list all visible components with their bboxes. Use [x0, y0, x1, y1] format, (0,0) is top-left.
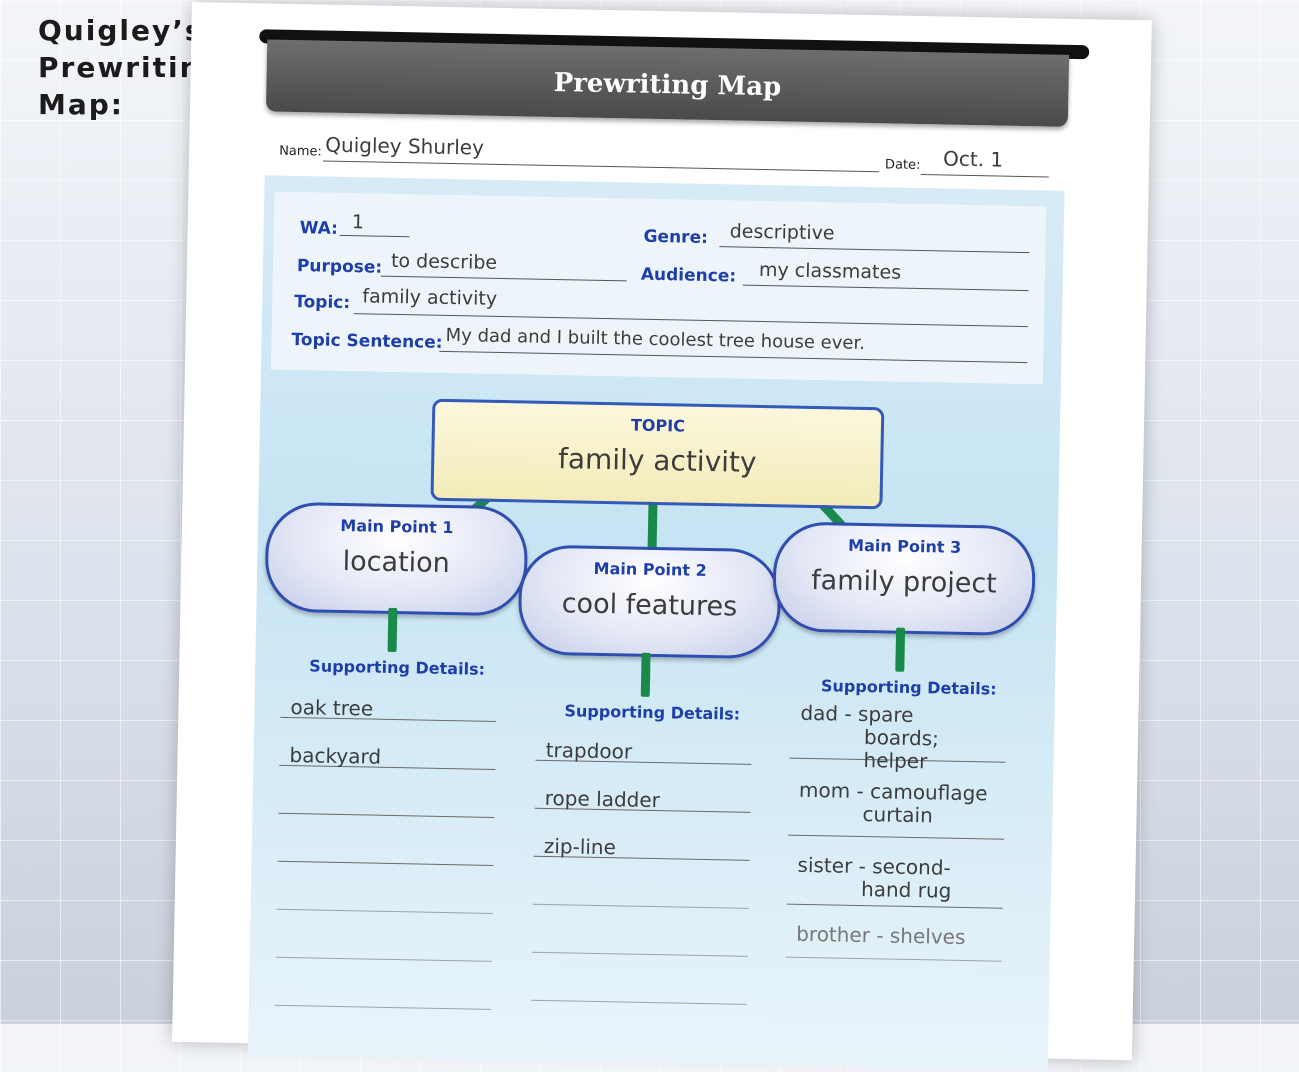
genre-label: Genre:: [643, 226, 709, 248]
detail-text: helper: [863, 748, 928, 774]
topic-sentence-label: Topic Sentence:: [291, 329, 443, 353]
side-title-line-2: Prewriting: [38, 51, 224, 84]
purpose-value: to describe: [390, 249, 498, 274]
main-point-3-label: Main Point 3: [847, 535, 962, 557]
detail-text: backyard: [289, 743, 382, 769]
detail-text: brother - shelves: [795, 921, 966, 950]
audience-value: my classmates: [758, 258, 902, 284]
detail-text: sister - second-: [797, 852, 952, 880]
supporting-details-label-3: Supporting Details:: [820, 676, 997, 699]
side-title: Quigley’s Prewriting Map:: [38, 12, 224, 123]
details-column-3: dad - spare boards; helper mom - camoufl…: [785, 695, 1007, 962]
date-line: [920, 174, 1049, 178]
connector-mp3-details: [895, 627, 906, 672]
wa-line: [339, 234, 410, 238]
topic-value: family activity: [362, 285, 498, 310]
detail-text: zip-line: [543, 833, 617, 860]
detail-line: [275, 909, 493, 962]
purpose-line: [380, 275, 627, 282]
detail-line: [531, 904, 749, 957]
purpose-label: Purpose:: [296, 256, 383, 278]
side-title-line-1: Quigley’s: [38, 14, 204, 47]
detail-line: backyard: [279, 717, 497, 770]
detail-line: zip-line: [533, 808, 751, 861]
name-line: [322, 160, 879, 173]
main-point-3: Main Point 3 family project: [772, 521, 1037, 637]
wa-value: 1: [351, 211, 365, 234]
topic-sentence-value: My dad and I built the coolest tree hous…: [445, 324, 866, 354]
date-value: Oct. 1: [942, 146, 1004, 172]
detail-line: oak tree: [280, 669, 498, 722]
main-point-1: Main Point 1 location: [264, 501, 529, 617]
detail-text: oak tree: [290, 695, 374, 721]
details-column-2: trapdoor rope ladder zip-line: [530, 712, 753, 1005]
detail-entry: dad - spare boards; helper: [789, 695, 1007, 773]
student-name: Quigley Shurley: [325, 132, 485, 160]
topic-box-value: family activity: [557, 442, 757, 479]
main-point-3-value: family project: [810, 564, 998, 600]
detail-line: [532, 856, 750, 909]
topic-sentence-line: [439, 350, 1028, 364]
detail-entry: brother - shelves: [785, 916, 1003, 962]
date-label: Date:: [884, 157, 921, 174]
topic-box-label: TOPIC: [630, 415, 686, 436]
connector-mp2-details: [640, 652, 651, 697]
topic-box: TOPIC family activity: [430, 398, 885, 510]
audience-line: [742, 284, 1029, 292]
genre-value: descriptive: [729, 220, 835, 245]
detail-entry: sister - second- hand rug: [786, 847, 1004, 909]
genre-line: [719, 246, 1030, 254]
detail-line: [274, 957, 492, 1010]
main-point-2-value: cool features: [561, 588, 738, 623]
side-title-line-3: Map:: [38, 88, 124, 121]
name-label: Name:: [279, 143, 323, 160]
detail-line: [530, 952, 748, 1005]
audience-label: Audience:: [640, 264, 737, 287]
detail-line: [278, 765, 496, 818]
map-area: WA: 1 Genre: descriptive Purpose: to des…: [247, 175, 1065, 1071]
detail-line: trapdoor: [535, 712, 753, 765]
worksheet-title: Prewriting Map: [265, 39, 1070, 127]
info-panel: WA: 1 Genre: descriptive Purpose: to des…: [270, 191, 1047, 385]
detail-text: mom - camouflage: [798, 777, 988, 806]
connector-mp1-details: [387, 607, 398, 653]
detail-line: [277, 813, 495, 866]
detail-text: curtain: [862, 802, 933, 828]
main-point-1-value: location: [342, 545, 451, 580]
details-column-1: oak tree backyard: [274, 669, 498, 1010]
main-point-1-label: Main Point 1: [340, 515, 454, 538]
detail-line: [276, 861, 494, 914]
detail-entry: mom - camouflage curtain: [788, 772, 1006, 840]
detail-text: rope ladder: [544, 785, 661, 813]
detail-line: rope ladder: [534, 760, 752, 813]
wa-label: WA:: [299, 218, 339, 239]
main-point-2-label: Main Point 2: [593, 558, 707, 580]
detail-text: dad - spare: [800, 700, 914, 727]
worksheet: Prewriting Map Name: Quigley Shurley Dat…: [172, 2, 1152, 1071]
topic-label: Topic:: [294, 292, 351, 314]
detail-text: hand rug: [860, 877, 952, 903]
detail-text: trapdoor: [545, 737, 633, 764]
main-point-2: Main Point 2 cool features: [517, 544, 782, 660]
